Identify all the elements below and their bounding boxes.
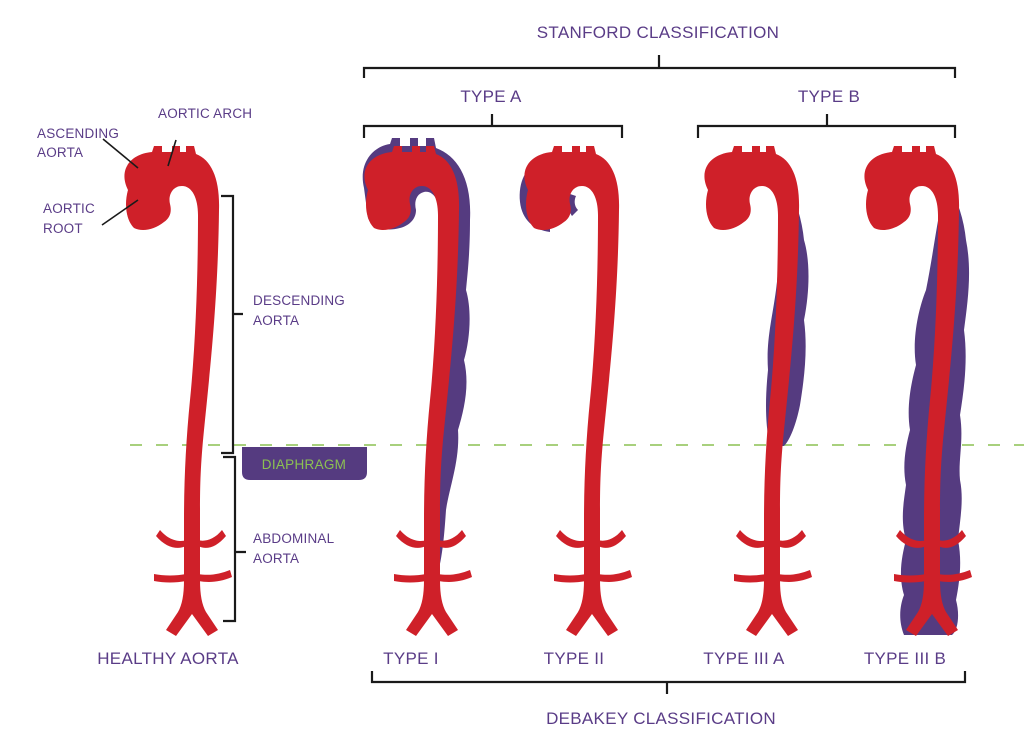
descending-aorta-bracket — [221, 194, 243, 455]
ascending-aorta-label-line1: ASCENDING — [37, 126, 119, 141]
stanford-type-a-label: TYPE A — [460, 87, 522, 106]
ascending-aorta-label-line2: AORTA — [37, 145, 83, 160]
descending-aorta-label-line1: DESCENDING — [253, 293, 345, 308]
abdominal-aorta-label-line1: ABDOMINAL — [253, 531, 335, 546]
type-b-bracket — [696, 114, 957, 138]
healthy-aorta — [124, 146, 232, 636]
stanford-type-b-label: TYPE B — [798, 87, 860, 106]
type-iii-a-aorta — [704, 146, 812, 636]
aortic-arch-label: AORTIC ARCH — [158, 106, 252, 121]
debakey-type-iii-b-label: TYPE III B — [864, 649, 946, 668]
abdominal-aorta-label-line2: AORTA — [253, 551, 299, 566]
stanford-classification-title: STANFORD CLASSIFICATION — [537, 23, 779, 42]
debakey-bracket — [370, 671, 967, 694]
type-iii-b-aorta — [864, 146, 972, 636]
descending-aorta-label-line2: AORTA — [253, 313, 299, 328]
diaphragm-badge: DIAPHRAGM — [242, 447, 367, 480]
abdominal-aorta-bracket — [223, 455, 246, 623]
type-a-bracket — [362, 114, 624, 138]
stanford-bracket — [362, 55, 957, 78]
ascending-aorta-leader — [102, 138, 139, 169]
debakey-type-ii-label: TYPE II — [544, 649, 605, 668]
diaphragm-label: DIAPHRAGM — [262, 457, 346, 472]
debakey-type-iii-a-label: TYPE III A — [703, 649, 785, 668]
debakey-classification-title: DEBAKEY CLASSIFICATION — [546, 709, 776, 728]
aortic-root-label-line2: ROOT — [43, 221, 83, 236]
healthy-aorta-title: HEALTHY AORTA — [97, 649, 239, 668]
debakey-type-i-label: TYPE I — [383, 649, 439, 668]
aortic-root-label-line1: AORTIC — [43, 201, 95, 216]
type-i-aorta — [362, 138, 472, 636]
aortic-arch-leader — [167, 139, 177, 167]
type-ii-aorta — [519, 146, 632, 636]
aortic-root-leader — [101, 199, 139, 226]
